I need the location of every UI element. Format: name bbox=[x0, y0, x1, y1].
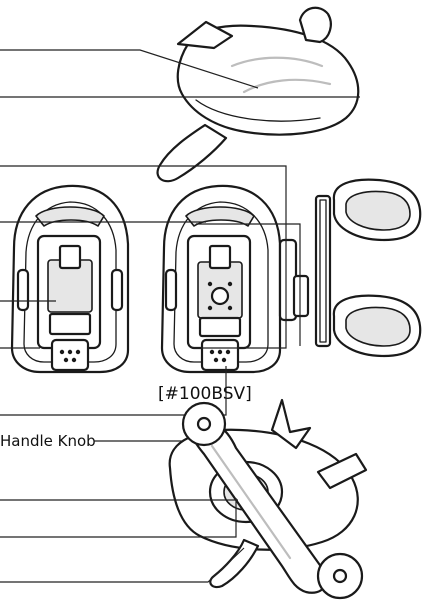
front-right-hole-2 bbox=[217, 349, 223, 355]
front-right-left-rib bbox=[164, 268, 178, 312]
front-right-hole-5 bbox=[221, 357, 227, 363]
front-left-left-rib bbox=[16, 268, 30, 312]
front-right-brake-dot-4 bbox=[227, 305, 233, 311]
handle-side-shaft bbox=[314, 194, 332, 348]
front-right-hole-1 bbox=[209, 349, 215, 355]
bottom-clip bbox=[316, 452, 368, 490]
front-left-hole-4 bbox=[63, 357, 69, 363]
front-left-lower-tab bbox=[48, 312, 92, 336]
reel-top-highlight bbox=[230, 56, 332, 94]
front-left-hole-3 bbox=[75, 349, 81, 355]
handle-side-shaft-inner bbox=[319, 199, 327, 343]
front-right-lower-tab bbox=[198, 316, 242, 338]
bottom-handle-highlight bbox=[210, 444, 292, 560]
front-left-hole-5 bbox=[71, 357, 77, 363]
front-right-brake-dot-2 bbox=[227, 281, 233, 287]
handle-side-lower-knob-shade bbox=[345, 306, 411, 347]
reel-top-rear-knob bbox=[298, 6, 332, 44]
reel-top-view bbox=[156, 6, 360, 183]
front-right-guide bbox=[200, 338, 240, 372]
front-left-hole-1 bbox=[59, 349, 65, 355]
front-left-hole-2 bbox=[67, 349, 73, 355]
reel-front-view-left bbox=[10, 184, 130, 374]
leader-top-1 bbox=[0, 49, 259, 89]
bottom-handle-knob-top-cap bbox=[196, 416, 212, 432]
handle-knob-label: Handle Knob bbox=[0, 432, 96, 450]
front-right-brake-dot-3 bbox=[207, 305, 213, 311]
model-caption: [#100BSV] bbox=[158, 384, 252, 404]
handle-side-upper-knob-shade bbox=[345, 190, 411, 231]
front-right-star-drag bbox=[292, 274, 310, 318]
front-right-brake-dot-1 bbox=[207, 281, 213, 287]
front-right-hole-4 bbox=[213, 357, 219, 363]
front-right-top-tab bbox=[208, 244, 232, 270]
bottom-handle-knob-bottom-cap bbox=[332, 568, 348, 584]
front-left-top-tab bbox=[58, 244, 82, 270]
front-left-guide bbox=[50, 338, 90, 372]
front-right-inner-frame bbox=[173, 201, 269, 363]
leader-bottom-3 bbox=[0, 547, 245, 583]
leader-bottom-2 bbox=[0, 498, 237, 538]
bottom-star-drag bbox=[270, 398, 312, 450]
leader-mid-6 bbox=[196, 223, 301, 346]
front-right-hole-3 bbox=[225, 349, 231, 355]
reel-top-lever bbox=[156, 123, 228, 183]
reel-handle-side-view bbox=[314, 178, 422, 358]
front-right-brake-dial bbox=[210, 286, 230, 306]
leader-mid-1 bbox=[0, 165, 287, 349]
front-left-inner-frame bbox=[23, 201, 117, 363]
reel-top-edge bbox=[195, 99, 321, 122]
reel-bottom-view bbox=[168, 398, 368, 600]
reel-top-clip bbox=[176, 20, 234, 50]
front-left-side-rib bbox=[110, 268, 124, 312]
leader-mid-5 bbox=[0, 366, 227, 416]
